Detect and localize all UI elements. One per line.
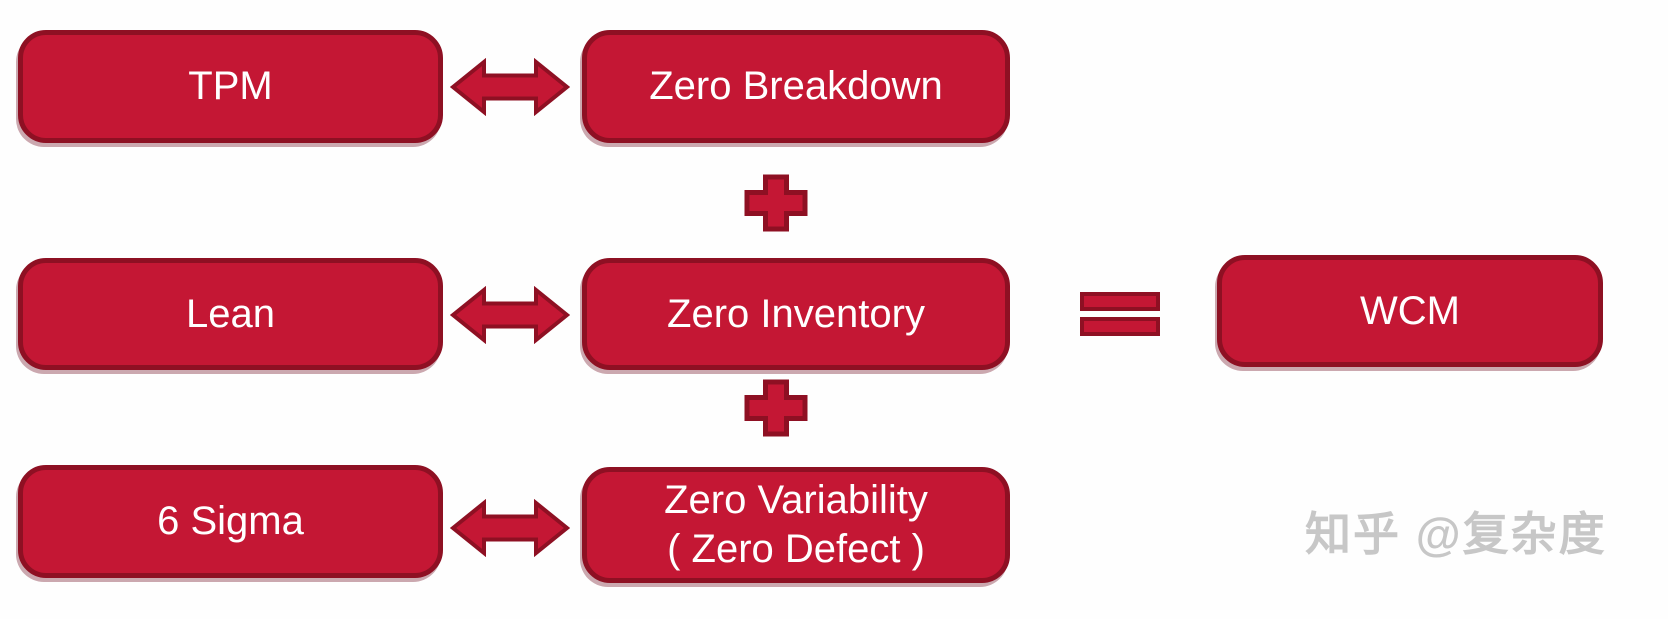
watermark: 知乎 @复杂度 [1305,508,1607,560]
box-6-sigma-label: 6 Sigma [157,499,304,544]
box-zero-inventory-label: Zero Inventory [667,291,925,336]
box-zero-variability-line1: Zero Variability [664,478,928,523]
box-tpm-label: TPM [188,64,273,109]
box-zero-breakdown-label: Zero Breakdown [649,64,943,109]
double-arrow-icon-row2 [450,286,570,344]
plus-icon-1 [744,174,808,232]
box-wcm-label: WCM [1360,288,1460,333]
box-zero-breakdown: Zero Breakdown [582,30,1010,143]
equals-icon [1080,292,1160,336]
box-zero-variability-line2: ( Zero Defect ) [667,527,925,571]
box-zero-variability: Zero Variability ( Zero Defect ) [582,467,1010,583]
box-6-sigma: 6 Sigma [18,465,443,578]
box-lean: Lean [18,258,443,370]
box-wcm: WCM [1217,255,1603,367]
double-arrow-icon-row1 [450,58,570,116]
plus-icon-2 [744,379,808,437]
box-zero-inventory: Zero Inventory [582,258,1010,370]
double-arrow-icon-row3 [450,499,570,557]
box-lean-label: Lean [186,291,275,336]
box-tpm: TPM [18,30,443,143]
